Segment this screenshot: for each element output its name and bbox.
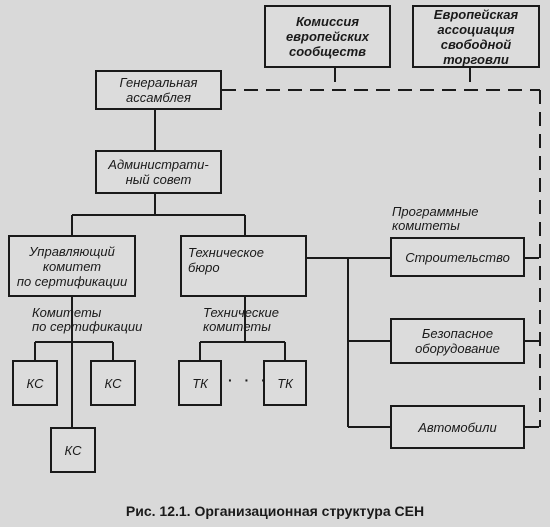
label-cert-committees: Комитеты по сертификации — [32, 305, 143, 334]
box-ks-1: КС — [12, 360, 58, 406]
label-tech-committees: Технические комитеты — [203, 305, 279, 334]
box-general-assembly: Генеральная ассамблея — [95, 70, 222, 110]
box-ks-2: КС — [90, 360, 136, 406]
box-efta: Европейская ассоциация свободной торговл… — [412, 5, 540, 68]
figure-caption: Рис. 12.1. Организационная структура СЕН — [125, 503, 425, 519]
box-automobiles: Автомобили — [390, 405, 525, 449]
box-safe-equipment: Безопасное оборудование — [390, 318, 525, 364]
box-cert-committee: Управляющий комитет по сертификации — [8, 235, 136, 297]
box-tk-2: ТК — [263, 360, 307, 406]
box-construction: Строительство — [390, 237, 525, 277]
box-admin-council: Администрати- ный совет — [95, 150, 222, 194]
label-program-committees: Программные комитеты — [392, 204, 479, 233]
box-ks-3: КС — [50, 427, 96, 473]
box-tk-1: ТК — [178, 360, 222, 406]
box-tech-bureau: Техническое бюро — [180, 235, 307, 297]
box-commission: Комиссия европейских сообществ — [264, 5, 391, 68]
ellipsis: · · · — [228, 372, 270, 388]
